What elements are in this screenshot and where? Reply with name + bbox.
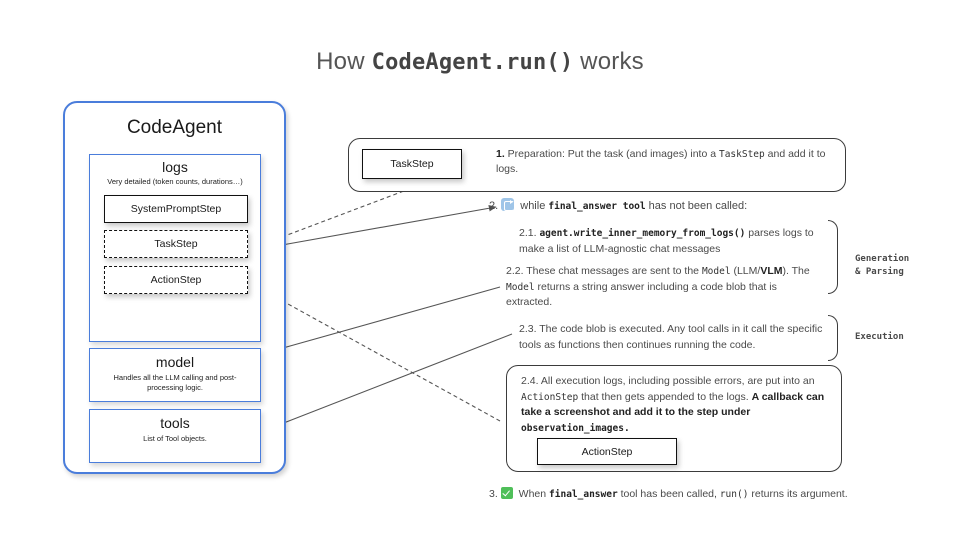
generation-parsing-label: Generation & Parsing xyxy=(855,253,909,279)
log-item-actionstep[interactable]: ActionStep xyxy=(104,266,248,294)
step3-text-b: tool has been called, xyxy=(617,488,720,500)
step2-4-bold-a: A callback can take a screenshot and add… xyxy=(521,390,825,419)
step1-number: 1. xyxy=(496,148,505,160)
title-code: CodeAgent.run() xyxy=(371,50,574,75)
step2-3-text-a: The code blob is executed. Any tool call… xyxy=(519,323,823,351)
model-title: model xyxy=(155,354,195,370)
step2-4-bold-code: observation_images. xyxy=(521,422,630,434)
step3-text-c: returns its argument. xyxy=(748,488,848,500)
step2-2-text-b: (LLM/ xyxy=(730,265,761,277)
step2-2-number: 2.2. xyxy=(506,265,524,277)
step1-text-b: and add it to logs. xyxy=(496,148,826,175)
step3-code-b: run() xyxy=(719,489,749,500)
step2-2-text-c: ). The xyxy=(782,265,810,277)
tools-box: tools List of Tool objects. xyxy=(89,409,261,463)
step2-4-text-b: that then gets appended to the logs. xyxy=(578,390,752,403)
step2-text: 2. while final_answer tool has not been … xyxy=(489,198,869,215)
step2-2-text-d: returns a string answer including a code… xyxy=(506,280,777,309)
generation-bracket xyxy=(828,220,838,294)
step1-text: 1. Preparation: Put the task (and images… xyxy=(496,147,831,177)
step1-code-a: TaskStep xyxy=(718,149,765,160)
model-desc: Handles all the LLM calling and post-pro… xyxy=(113,373,237,392)
model-box: model Handles all the LLM calling and po… xyxy=(89,348,261,402)
generation-label-line2: & Parsing xyxy=(855,267,904,277)
codeagent-panel: CodeAgent logs Very detailed (token coun… xyxy=(63,101,286,474)
step2-4-text: 2.4. All execution logs, including possi… xyxy=(521,374,827,436)
execution-bracket xyxy=(828,315,838,361)
step2-text-a: while xyxy=(517,200,549,212)
step2-4-container: 2.4. All execution logs, including possi… xyxy=(506,365,842,472)
generation-label-line1: Generation xyxy=(855,254,910,264)
loop-icon xyxy=(501,198,515,211)
logs-title: logs xyxy=(162,159,188,175)
step1-text-a: Preparation: Put the task (and images) i… xyxy=(504,148,719,160)
step2-4-text-a: All execution logs, including possible e… xyxy=(538,375,815,387)
taskstep-chip[interactable]: TaskStep xyxy=(362,149,462,179)
step2-2-code-a: Model xyxy=(701,266,731,277)
log-item-systempromptstep[interactable]: SystemPromptStep xyxy=(104,195,248,223)
title-suffix: works xyxy=(573,48,644,75)
step3-text: 3. When final_answer tool has been calle… xyxy=(489,487,919,502)
step2-1-text: 2.1. agent.write_inner_memory_from_logs(… xyxy=(519,226,824,257)
step2-4-code-a: ActionStep xyxy=(521,391,579,403)
tools-title: tools xyxy=(160,415,190,431)
page-title: How CodeAgent.run() works xyxy=(0,48,960,76)
step3-text-a: When xyxy=(515,488,550,500)
step2-1-text-a: parses logs to make a list of LLM-agnost… xyxy=(519,227,814,255)
step2-2-code-b: Model xyxy=(506,281,535,293)
step2-2-text: 2.2. These chat messages are sent to the… xyxy=(506,264,824,311)
step2-2-bold-a: VLM xyxy=(760,265,783,277)
log-item-taskstep[interactable]: TaskStep xyxy=(104,230,248,258)
step2-3-number: 2.3. xyxy=(519,323,537,335)
title-prefix: How xyxy=(316,48,372,75)
step2-number: 2. xyxy=(489,200,499,212)
actionstep-chip[interactable]: ActionStep xyxy=(537,438,677,465)
step3-number: 3. xyxy=(489,488,498,500)
step2-4-number: 2.4. xyxy=(521,375,539,387)
codeagent-title: CodeAgent xyxy=(126,117,223,138)
step2-1-code-a: agent.write_inner_memory_from_logs() xyxy=(539,228,746,239)
step2-3-text: 2.3. The code blob is executed. Any tool… xyxy=(519,322,839,353)
logs-subtitle: Very detailed (token counts, durations…) xyxy=(107,177,243,186)
step2-code-a: final_answer tool xyxy=(548,201,646,212)
logs-box: logs Very detailed (token counts, durati… xyxy=(89,154,261,342)
step2-2-text-a: These chat messages are sent to the xyxy=(523,265,702,277)
step2-1-number: 2.1. xyxy=(519,227,537,239)
tools-desc: List of Tool objects. xyxy=(143,434,207,443)
check-icon xyxy=(500,487,513,499)
step1-container: TaskStep 1. Preparation: Put the task (a… xyxy=(348,138,846,192)
execution-label: Execution xyxy=(855,332,904,342)
step3-code-a: final_answer xyxy=(549,489,618,500)
step2-text-b: has not been called: xyxy=(645,200,748,212)
